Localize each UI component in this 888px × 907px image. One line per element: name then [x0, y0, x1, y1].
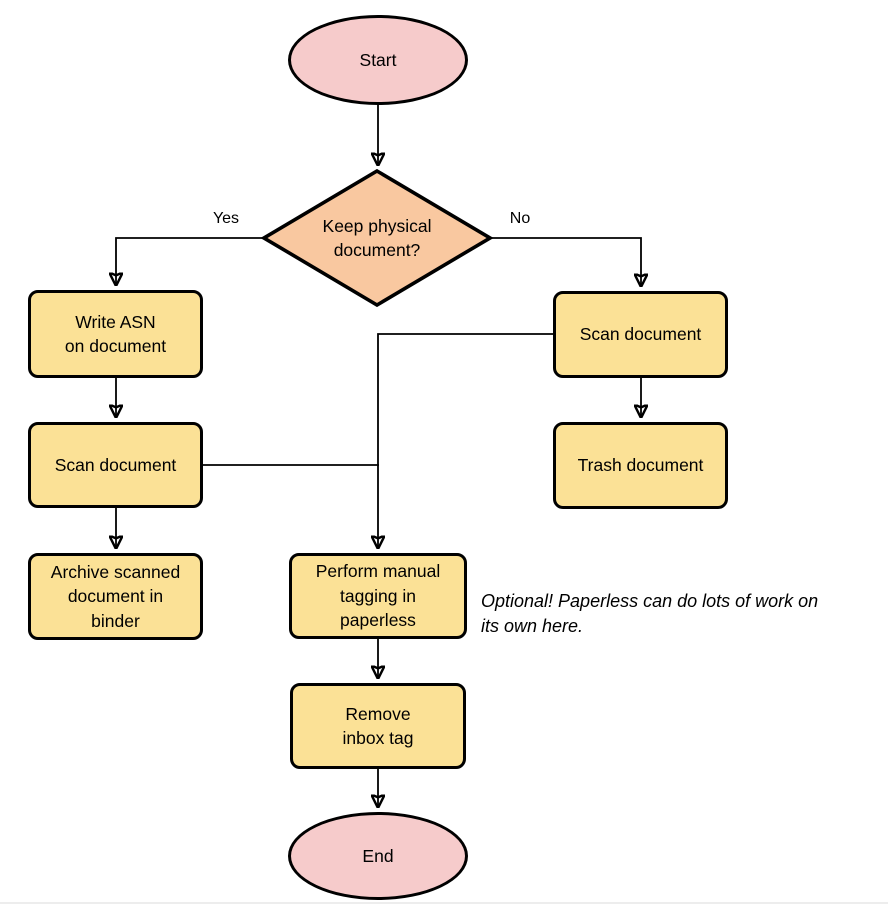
end-label: End	[362, 845, 394, 866]
process-scan-document-right: Scan document	[553, 291, 728, 378]
edge-scan-right-to-tagging	[378, 333, 553, 547]
annotation-note: Optional! Paperless can do lots of work …	[481, 591, 819, 637]
edge-decision-no-scan-right	[491, 237, 641, 285]
edge-decision-yes-write-asn	[116, 237, 263, 284]
process-write-asn: Write ASN on document	[28, 290, 203, 378]
remove-inbox-label: Remove inbox tag	[342, 703, 414, 749]
end-node: End	[288, 812, 468, 900]
start-label: Start	[359, 49, 397, 70]
edge-label-no: No	[509, 210, 531, 227]
trash-label: Trash document	[577, 455, 704, 476]
decision-node: Keep physical document?	[261, 169, 493, 307]
scan-right-label: Scan document	[579, 324, 702, 345]
process-manual-tagging: Perform manual tagging in paperless	[289, 553, 467, 639]
decision-label: Keep physical document?	[322, 215, 432, 261]
process-trash-document: Trash document	[553, 422, 728, 509]
archive-label: Archive scanned document in binder	[50, 561, 181, 631]
edge-label-yes: Yes	[212, 210, 240, 227]
scan-left-label: Scan document	[54, 454, 177, 475]
write-asn-label: Write ASN on document	[64, 311, 167, 357]
process-scan-document-left: Scan document	[28, 422, 203, 508]
process-remove-inbox-tag: Remove inbox tag	[290, 683, 466, 769]
start-node: Start	[288, 15, 468, 105]
page-divider	[0, 902, 888, 904]
diamond-shape	[261, 169, 493, 307]
process-archive-document: Archive scanned document in binder	[28, 553, 203, 640]
tagging-label: Perform manual tagging in paperless	[315, 561, 441, 631]
